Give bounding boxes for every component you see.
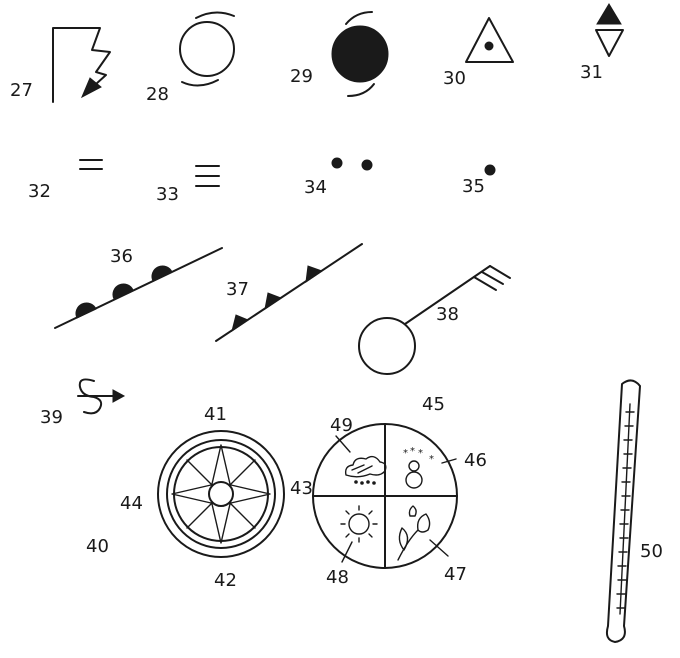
two-dots-icon: [332, 158, 372, 170]
svg-text:*: *: [403, 448, 408, 459]
svg-text:*: *: [410, 446, 415, 457]
label-41: 41: [204, 404, 227, 425]
label-34: 34: [304, 177, 327, 198]
label-49: 49: [330, 415, 353, 436]
thermometer-icon: [607, 380, 640, 642]
label-38: 38: [436, 304, 459, 325]
label-46: 46: [464, 450, 487, 471]
triple-bar-icon: [196, 166, 219, 186]
triangle-dot-icon: [466, 18, 513, 62]
label-37: 37: [226, 279, 249, 300]
label-27: 27: [10, 80, 33, 101]
label-48: 48: [326, 567, 349, 588]
label-28: 28: [146, 84, 169, 105]
lightning-flag-icon: [53, 28, 110, 102]
svg-text:*: *: [418, 448, 423, 459]
snowman-icon: * * * *: [403, 446, 434, 488]
compass-rose-icon: [158, 431, 284, 557]
rain-cloud-icon: [346, 457, 386, 485]
sun-icon: [341, 506, 377, 542]
flower-bud-icon: [398, 506, 430, 560]
hurricane-open-icon: [180, 12, 234, 85]
label-39: 39: [40, 407, 63, 428]
label-29: 29: [290, 66, 313, 87]
label-31: 31: [580, 62, 603, 83]
hurricane-filled-icon: [332, 12, 388, 96]
label-40: 40: [86, 536, 109, 557]
wind-barb-icon: [359, 266, 510, 374]
seasons-wheel-icon: * * * *: [313, 424, 457, 568]
label-42: 42: [214, 570, 237, 591]
label-47: 47: [444, 564, 467, 585]
smoke-arrow-icon: [78, 379, 124, 413]
label-35: 35: [462, 176, 485, 197]
label-30: 30: [443, 68, 466, 89]
svg-text:*: *: [429, 454, 434, 465]
warm-front-icon: [55, 248, 222, 328]
label-32: 32: [28, 181, 51, 202]
label-45: 45: [422, 394, 445, 415]
hail-triangles-icon: [596, 4, 623, 56]
label-50: 50: [640, 541, 663, 562]
label-43: 43: [290, 478, 313, 499]
label-44: 44: [120, 493, 143, 514]
label-33: 33: [156, 184, 179, 205]
label-36: 36: [110, 246, 133, 267]
double-bar-icon: [80, 160, 102, 169]
single-dot-icon: [485, 165, 495, 175]
